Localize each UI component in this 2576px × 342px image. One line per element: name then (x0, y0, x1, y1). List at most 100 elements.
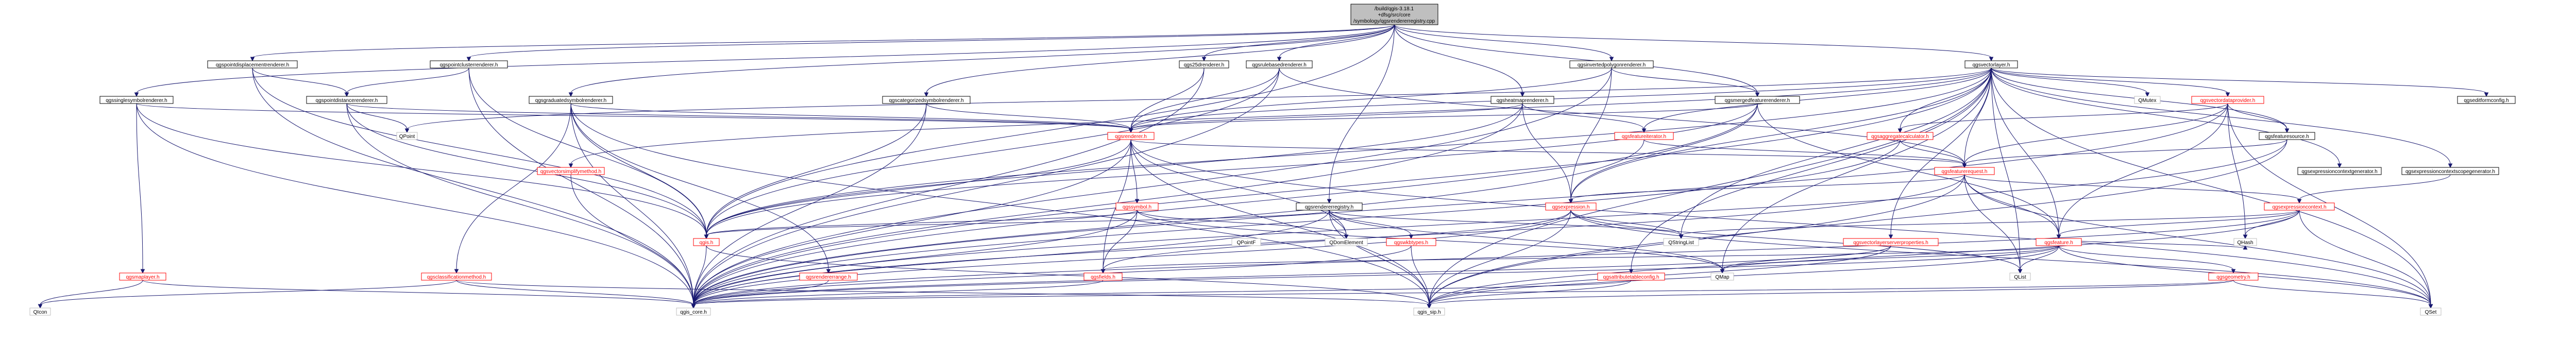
svg-text:qgsmergedfeaturerenderer.h: qgsmergedfeaturerenderer.h (1725, 98, 1790, 104)
edge-vectorlayer-to-exprctxscopegen (1991, 67, 2453, 168)
edge-aggcalc-to-qgis_core (691, 139, 1901, 309)
svg-text:qgis_sip.h: qgis_sip.h (1417, 310, 1440, 315)
node-featiter[interactable]: qgsfeatureiterator.h (1614, 132, 1674, 140)
edge-vdp-to-qgis_core (691, 103, 2228, 309)
edge-root-to-singlesym (134, 24, 1395, 97)
svg-text:QHash: QHash (2237, 240, 2253, 246)
node-wkbtypes[interactable]: qgswkbtypes.h (1386, 238, 1436, 246)
edge-vdp-to-aggcalc (1897, 103, 2228, 133)
node-gradsym[interactable]: qgsgraduatedsymbolrenderer.h (529, 96, 613, 104)
edge-exprctx-to-qhash (2243, 210, 2300, 240)
edge-feature-to-qgis_core (691, 245, 2059, 309)
svg-text:QStringList: QStringList (1668, 240, 1694, 246)
svg-text:qgs25drenderer.h: qgs25drenderer.h (1184, 62, 1224, 68)
edge-symbol-to-fields (1100, 210, 1138, 274)
node-qset[interactable]: QSet (2420, 307, 2442, 316)
edge-registry-to-qdomelement (1329, 210, 1349, 240)
node-maplayer[interactable]: qgsmaplayer.h (119, 272, 166, 281)
edge-expression-to-qset (1570, 210, 2433, 309)
node-renderer[interactable]: qgsrenderer.h (1107, 132, 1155, 140)
edge-root-to-registry (1327, 24, 1395, 204)
node-singlesym[interactable]: qgssinglesymbolrenderer.h (99, 96, 174, 104)
edge-registry-to-qstringlist (1329, 210, 1684, 240)
edge-root-to-rulebased (1277, 24, 1395, 62)
edge-pointdist-to-qgis (346, 103, 709, 240)
edge-feature-to-qhash (2058, 238, 2248, 250)
node-root[interactable]: /build/qgis-3.18.1 +dfsg/src/core /symbo… (1350, 4, 1438, 25)
node-qstringlist[interactable]: QStringList (1663, 238, 1699, 246)
node-qicon[interactable]: QIcon (29, 307, 51, 316)
node-vectorlayer[interactable]: qgsvectorlayer.h (1964, 60, 2018, 69)
node-qgis-core[interactable]: qgis_core.h (676, 307, 711, 316)
node-qmap[interactable]: QMap (1710, 272, 1734, 281)
node-aggcalc[interactable]: qgsaggregatecalculator.h (1867, 132, 1934, 140)
node-qpoint[interactable]: QPoint (396, 132, 418, 140)
edge-featsrc-to-qgis_core (691, 139, 2287, 309)
edge-exprctx-to-qset (2299, 210, 2433, 309)
node-featreq[interactable]: qgsfeaturerequest.h (1934, 167, 1995, 175)
edge-renderer-to-symbol (1130, 139, 1140, 204)
edge-aggcalc-to-featreq (1900, 139, 1967, 168)
node-attrtable[interactable]: qgsattributetableconfig.h (1597, 272, 1665, 281)
node-qhash[interactable]: QHash (2233, 238, 2257, 246)
edge-merged-to-qgis (704, 103, 1758, 240)
edge-vectorlayer-to-renderer (1128, 67, 1992, 133)
svg-text:qgscategorizedsymbolrenderer.h: qgscategorizedsymbolrenderer.h (889, 98, 963, 104)
node-rulebased[interactable]: qgsrulebasedrenderer.h (1246, 60, 1313, 69)
edge-pointdisp-to-qgis (252, 67, 709, 240)
node-symbol[interactable]: qgssymbol.h (1115, 202, 1159, 211)
svg-text:qgsrendererregistry.h: qgsrendererregistry.h (1305, 204, 1353, 210)
node-rendererrange[interactable]: qgsrendererrange.h (799, 272, 858, 281)
edge-pointcluster-to-qgis (468, 67, 709, 240)
edge-renderer-to-qgis (704, 139, 1131, 240)
node-qlist[interactable]: QList (2009, 272, 2031, 281)
svg-text:qgis.h: qgis.h (700, 240, 714, 246)
node-qpointf[interactable]: QPointF (1231, 238, 1261, 246)
node-catsym[interactable]: qgscategorizedsymbolrenderer.h (882, 96, 971, 104)
node-vdp[interactable]: qgsvectordataprovider.h (2191, 96, 2264, 104)
node-exprctx[interactable]: qgsexpressioncontext.h (2264, 202, 2335, 211)
edge-vectorlayer-to-vdp (1991, 67, 2230, 97)
svg-text:QList: QList (2014, 275, 2026, 280)
node-r25d[interactable]: qgs25drenderer.h (1179, 60, 1229, 69)
edge-attrtable-to-qgis_sip (1427, 280, 1632, 309)
edge-vectorlayer-to-qmutex (1991, 67, 2150, 97)
node-qmutex[interactable]: QMutex (2134, 96, 2161, 104)
svg-text:qgsfields.h: qgsfields.h (1091, 275, 1115, 280)
node-qdomelement[interactable]: QDomElement (1325, 238, 1368, 246)
svg-text:qgspointclusterrenderer.h: qgspointclusterrenderer.h (440, 62, 498, 68)
node-vlsp[interactable]: qgsvectorlayerserverproperties.h (1843, 238, 1939, 246)
node-feature[interactable]: qgsfeature.h (2036, 238, 2082, 246)
node-exprctxgen[interactable]: qgsexpressioncontextgenerator.h (2297, 167, 2382, 175)
node-vsimplify[interactable]: qgsvectorsimplifymethod.h (537, 167, 605, 175)
svg-text:qgsexpression.h: qgsexpression.h (1552, 204, 1590, 210)
node-merged[interactable]: qgsmergedfeaturerenderer.h (1715, 96, 1800, 104)
edge-singlesym-to-qgis (136, 103, 709, 240)
node-editform[interactable]: qgseditformconfig.h (2457, 96, 2516, 104)
node-pointcluster[interactable]: qgspointclusterrenderer.h (430, 60, 508, 69)
node-pointdist[interactable]: qgspointdistancerenderer.h (306, 96, 387, 104)
edge-symbol-to-qgis (704, 210, 1138, 240)
node-expression[interactable]: qgsexpression.h (1545, 202, 1597, 211)
node-exprctxscopegen[interactable]: qgsexpressioncontextscopegenerator.h (2401, 167, 2499, 175)
node-registry[interactable]: qgsrendererregistry.h (1296, 202, 1363, 211)
node-fields[interactable]: qgsfields.h (1083, 272, 1123, 281)
svg-text:QSet: QSet (2425, 310, 2437, 315)
edge-gradsym-to-rendererrange (570, 103, 831, 274)
svg-text:qgsheatmaprenderer.h: qgsheatmaprenderer.h (1497, 98, 1549, 104)
edge-feature-to-fields (1100, 245, 2059, 274)
svg-text:qgssymbol.h: qgssymbol.h (1123, 204, 1151, 210)
node-featsrc[interactable]: qgsfeaturesource.h (2259, 132, 2315, 140)
node-qgis-sip[interactable]: qgis_sip.h (1413, 307, 1445, 316)
svg-text:qgsrenderer.h: qgsrenderer.h (1115, 134, 1147, 140)
node-geometry[interactable]: qgsgeometry.h (2208, 272, 2259, 281)
svg-text:qgsvectordataprovider.h: qgsvectordataprovider.h (2200, 98, 2256, 104)
node-pointdisp[interactable]: qgspointdisplacementrenderer.h (207, 60, 298, 69)
node-invpoly[interactable]: qgsinvertedpolygonrenderer.h (1569, 60, 1654, 69)
node-qgis[interactable]: qgis.h (693, 238, 720, 246)
edge-pointcluster-to-qgis_core (468, 67, 696, 309)
svg-text:QDomElement: QDomElement (1329, 240, 1363, 246)
node-heatmap[interactable]: qgsheatmaprenderer.h (1490, 96, 1554, 104)
node-classmethod[interactable]: qgsclassificationmethod.h (421, 272, 492, 281)
edge-merged-to-expression (1568, 103, 1758, 204)
